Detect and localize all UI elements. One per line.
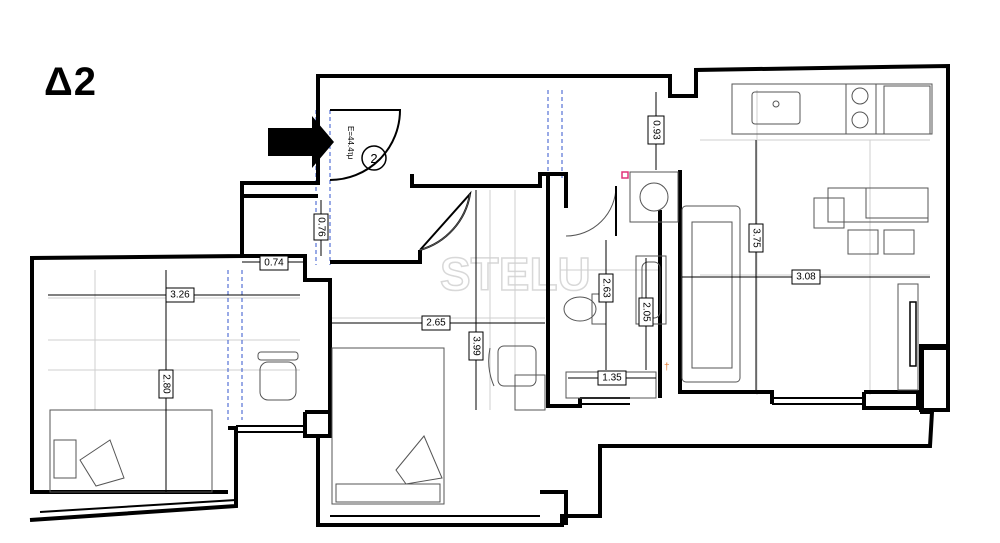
dimension-label: 2.80 (158, 369, 174, 399)
kitchen-counter (731, 83, 933, 135)
sofa-icon (681, 205, 741, 383)
dimension-label: 3.26 (165, 287, 195, 303)
dining-table (813, 187, 929, 255)
bed-icon (49, 409, 213, 493)
svg-text:2.05: 2.05 (640, 302, 651, 322)
entrance-number-circle (361, 145, 387, 171)
svg-text:2.65: 2.65 (426, 318, 446, 329)
wall-radiator (897, 283, 919, 391)
svg-text:1.35: 1.35 (602, 373, 622, 384)
entrance-code: E=44.4τμ (346, 126, 355, 160)
dimension-label: 3.99 (468, 331, 484, 361)
dimension-label: 0.93 (647, 115, 665, 145)
svg-text:2.63: 2.63 (600, 278, 611, 298)
fridge (883, 85, 931, 135)
dimension-label: 1.35 (597, 370, 627, 386)
svg-text:3.26: 3.26 (170, 290, 190, 301)
svg-text:0.76: 0.76 (315, 217, 326, 237)
dimension-label: 2.05 (638, 297, 654, 327)
entrance-number: 2 (370, 151, 377, 166)
dimension-label: 2.65 (421, 315, 451, 331)
windows (39, 397, 864, 517)
dimension-label: 2.63 (598, 273, 614, 303)
svg-text:3.08: 3.08 (796, 272, 816, 283)
svg-text:0.93: 0.93 (650, 120, 661, 140)
dimension-label: 3.75 (748, 223, 764, 253)
door-swing-icon (329, 109, 617, 251)
stove-icon (845, 83, 877, 135)
dimension-label: 3.08 (791, 269, 821, 285)
dimension-label: 0.76 (313, 213, 329, 241)
svg-text:2.80: 2.80 (160, 374, 171, 394)
desk-chair-icon (488, 345, 537, 387)
chair-icon (257, 351, 299, 401)
bed-icon (331, 347, 445, 505)
svg-text:0.74: 0.74 (264, 258, 284, 269)
dimension-label: 0.74 (259, 255, 289, 271)
washer-icon (621, 171, 679, 223)
dimension-lines (48, 92, 930, 492)
entrance-arrow-icon (268, 116, 334, 168)
marker-symbol: † (664, 362, 670, 373)
plan-title: Δ2 (44, 60, 97, 104)
desk (514, 374, 546, 411)
svg-text:3.75: 3.75 (750, 228, 761, 248)
svg-text:3.99: 3.99 (470, 336, 481, 356)
